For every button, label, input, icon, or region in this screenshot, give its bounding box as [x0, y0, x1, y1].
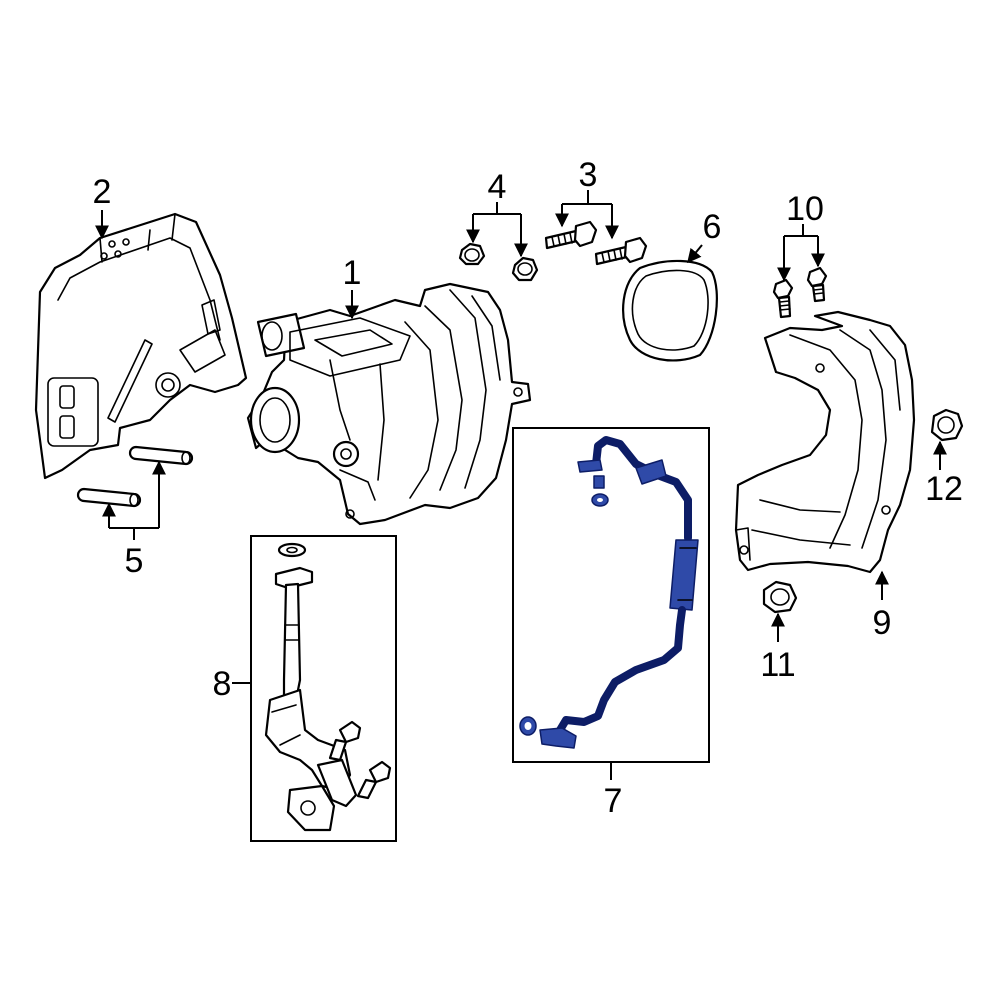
callout-12: 12 [925, 470, 963, 508]
nut-part-11[interactable] [762, 580, 798, 614]
nut-part-12[interactable] [930, 408, 964, 442]
callout-7: 7 [604, 782, 623, 820]
callout-8: 8 [213, 665, 232, 703]
callout-4: 4 [488, 168, 507, 206]
callout-9: 9 [873, 604, 892, 642]
oil-hose-part-7[interactable] [519, 436, 699, 749]
callout-5: 5 [125, 542, 144, 580]
gasket-part-6[interactable] [622, 259, 718, 362]
callout-6: 6 [703, 208, 722, 246]
nuts-part-4[interactable] [458, 242, 539, 282]
callout-labels: 1 2 3 4 5 6 7 8 9 10 11 12 [93, 156, 963, 820]
heat-shield-left-part-2[interactable] [34, 212, 248, 480]
oil-pipe-part-8[interactable] [264, 542, 392, 832]
callout-10: 10 [786, 190, 824, 228]
callout-11: 11 [760, 646, 795, 684]
leader-lines [95, 190, 947, 780]
bolts-part-10[interactable] [772, 266, 828, 319]
supercharger-part-1[interactable] [246, 282, 532, 526]
dowel-pins-part-5[interactable] [76, 445, 194, 508]
callout-2: 2 [93, 173, 112, 211]
callout-1: 1 [343, 254, 362, 292]
bolts-part-3[interactable] [544, 220, 648, 266]
heat-shield-right-part-9[interactable] [734, 310, 916, 574]
callout-box-part-8 [250, 535, 397, 842]
callout-3: 3 [579, 156, 598, 194]
